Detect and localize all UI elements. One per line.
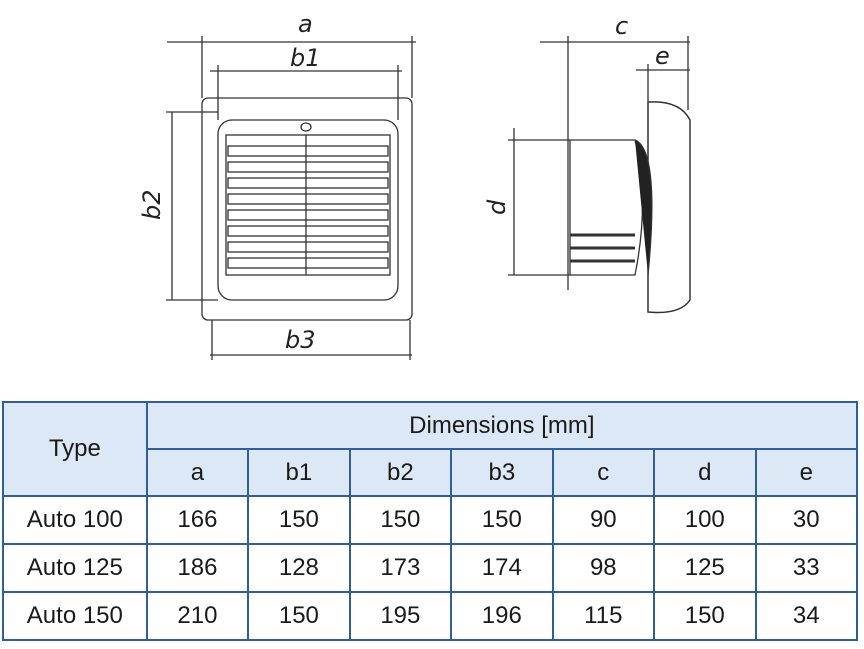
- label-d: d: [483, 199, 511, 215]
- column-header: d: [653, 448, 757, 497]
- fan-dimension-drawing: a b1 b2 b3 c e d: [138, 10, 691, 360]
- value-cell: 150: [653, 591, 757, 641]
- value-cell: 210: [145, 591, 250, 641]
- label-c: c: [615, 12, 628, 40]
- column-header: a: [145, 448, 250, 497]
- value-cell: 195: [348, 591, 453, 641]
- value-cell: 150: [450, 495, 554, 545]
- value-cell: 166: [145, 495, 250, 545]
- column-header: b2: [348, 448, 453, 497]
- column-header: b3: [450, 448, 554, 497]
- label-b1: b1: [290, 44, 321, 72]
- type-cell: Auto 125: [2, 543, 148, 593]
- dimensions-header: Dimensions [mm]: [145, 401, 859, 450]
- value-cell: 174: [450, 543, 554, 593]
- value-cell: 90: [551, 495, 656, 545]
- table-row: Auto 125 186 128 173 174 98 125 33: [2, 543, 858, 593]
- column-header: b1: [247, 448, 351, 497]
- value-cell: 196: [450, 591, 554, 641]
- type-header: Type: [2, 401, 148, 497]
- grille-louvers: [227, 145, 389, 269]
- value-cell: 128: [247, 543, 351, 593]
- table-row: Auto 100 166 150 150 150 90 100 30: [2, 495, 858, 545]
- value-cell: 98: [551, 543, 656, 593]
- value-cell: 125: [653, 543, 757, 593]
- value-cell: 186: [145, 543, 250, 593]
- value-cell: 34: [754, 591, 858, 641]
- table-row: Auto 150 210 150 195 196 115 150 34: [2, 591, 858, 641]
- value-cell: 33: [754, 543, 858, 593]
- label-b2: b2: [138, 189, 166, 220]
- dimensions-table: Type Dimensions [mm] a b1 b2 b3 c d e Au…: [2, 401, 859, 641]
- column-header: e: [754, 448, 858, 497]
- value-cell: 115: [551, 591, 656, 641]
- front-frame: [201, 97, 413, 321]
- value-cell: 150: [247, 591, 351, 641]
- side-body: [569, 139, 644, 276]
- column-header: c: [551, 448, 656, 497]
- value-cell: 30: [754, 495, 858, 545]
- type-cell: Auto 150: [2, 591, 148, 641]
- value-cell: 150: [348, 495, 453, 545]
- label-b3: b3: [285, 326, 316, 354]
- value-cell: 100: [653, 495, 757, 545]
- type-cell: Auto 100: [2, 495, 148, 545]
- value-cell: 173: [348, 543, 453, 593]
- label-e: e: [655, 42, 670, 70]
- value-cell: 150: [247, 495, 351, 545]
- label-a: a: [298, 10, 313, 38]
